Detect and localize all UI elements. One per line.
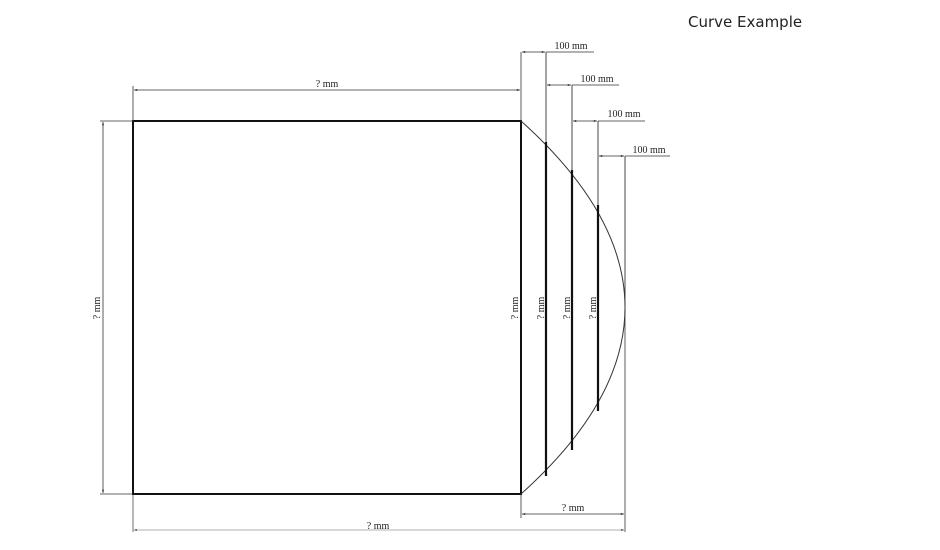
chord-lines (544, 142, 600, 476)
chord-height-label-2: ? mm (536, 297, 547, 320)
step-label-2: 100 mm (580, 74, 613, 85)
main-rectangle (132, 120, 522, 495)
top-width-dimension (132, 52, 522, 121)
chord-height-label-4: ? mm (588, 297, 599, 320)
left-height-label: ? mm (92, 297, 103, 320)
step-label-1: 100 mm (554, 41, 587, 52)
chord-height-label-1: ? mm (510, 297, 521, 320)
step-label-3: 100 mm (607, 109, 640, 120)
drawing-title: Curve Example (688, 13, 803, 31)
top-width-label: ? mm (316, 79, 339, 90)
curve-depth-dimension (520, 308, 626, 532)
bottom-width-label: ? mm (367, 521, 390, 532)
curve-depth-label: ? mm (562, 503, 585, 514)
step-label-4: 100 mm (632, 145, 665, 156)
chord-height-label-3: ? mm (562, 297, 573, 320)
step-guide-lines (545, 52, 626, 308)
left-height-dimension (100, 120, 133, 495)
bottom-width-dimension (132, 494, 624, 532)
